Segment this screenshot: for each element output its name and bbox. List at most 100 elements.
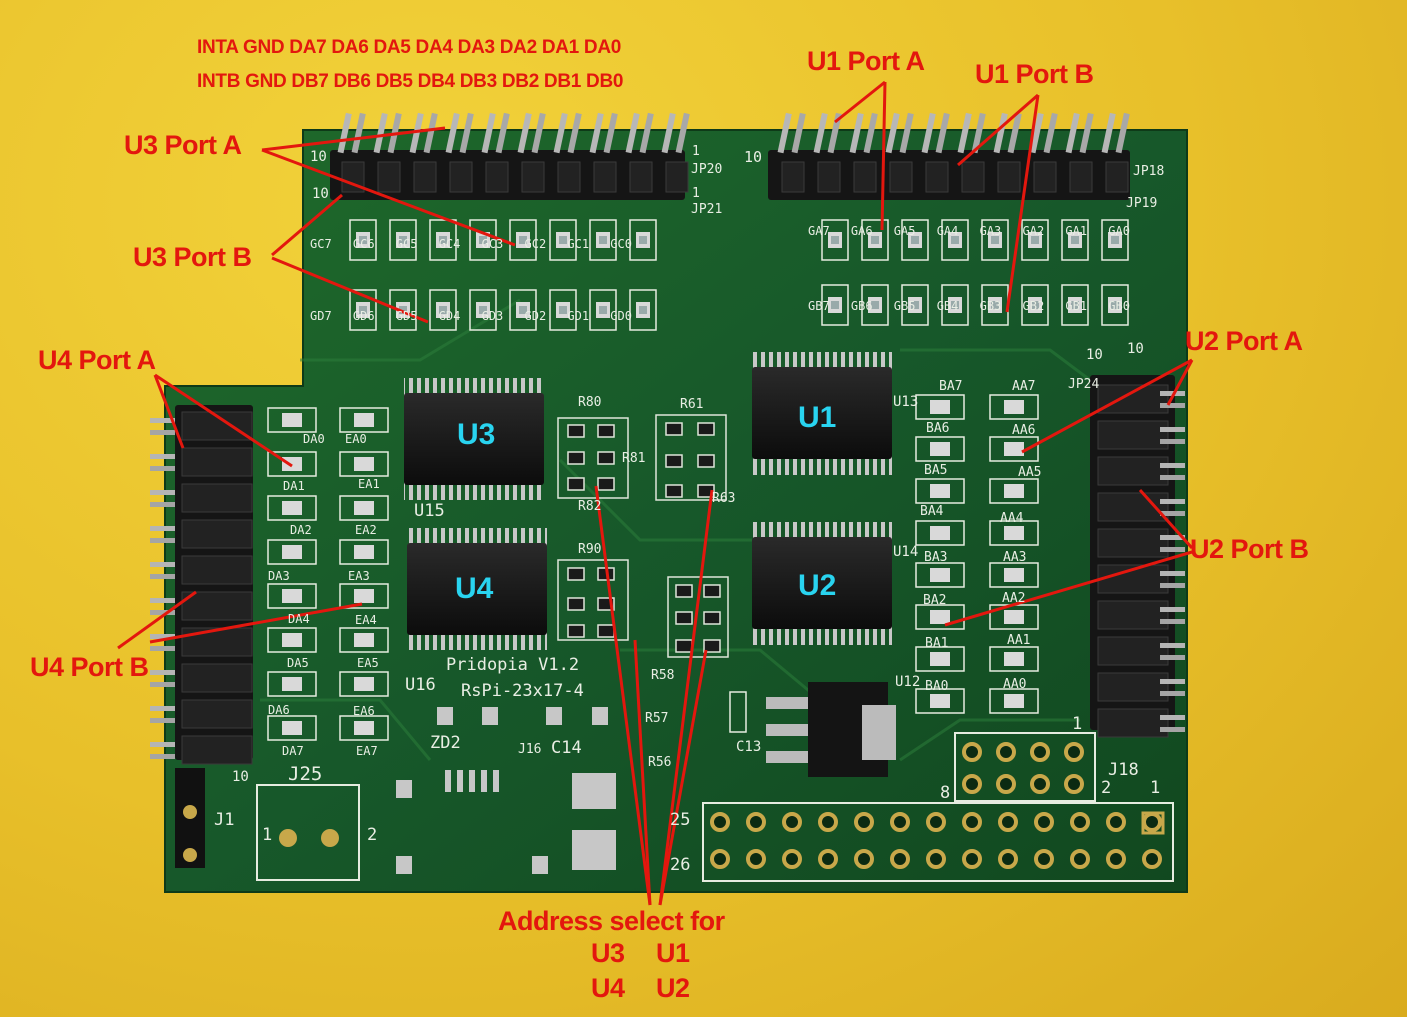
- led-outline: [989, 688, 1039, 714]
- led: [1004, 652, 1024, 666]
- led-outline: [1021, 219, 1049, 261]
- led-outline: [821, 284, 849, 326]
- header-housing: [1097, 492, 1169, 522]
- header-pin: [1160, 727, 1185, 732]
- address-select-label: Address select for: [498, 906, 725, 936]
- regulator-u12: [766, 682, 896, 777]
- silk-pin1-jp21: 1: [692, 186, 700, 201]
- header-housing: [781, 161, 805, 193]
- gpio-hole: [746, 812, 766, 832]
- u3-port-a-label: U3 Port A: [124, 130, 242, 160]
- header-housing: [961, 161, 985, 193]
- header-pin: [885, 112, 900, 154]
- header-pin: [481, 112, 496, 154]
- led-outline: [901, 284, 929, 326]
- silk-jp19: JP19: [1126, 196, 1158, 211]
- led: [930, 400, 950, 414]
- led-outline: [509, 289, 537, 331]
- silk-ba5: BA5: [924, 463, 948, 478]
- led-lens: [1031, 236, 1039, 244]
- silk-pin1-jp24: 1: [1072, 714, 1083, 734]
- led-outline: [549, 219, 577, 261]
- led-array-top: [349, 219, 1129, 331]
- header-pin: [1065, 112, 1080, 154]
- silk-pin1-j18: 1: [1150, 778, 1161, 798]
- annotation-lines: [117, 80, 1194, 906]
- header-pin: [1160, 607, 1185, 612]
- header-housing: [181, 519, 253, 549]
- led: [282, 413, 302, 427]
- chip-u1-label: U1: [798, 401, 837, 434]
- header-housing: [181, 699, 253, 729]
- led: [354, 677, 374, 691]
- silk-jp24: JP24: [1068, 377, 1100, 392]
- header-pin: [1160, 571, 1185, 576]
- header-housing: [413, 161, 437, 193]
- gpio-hole: [890, 812, 910, 832]
- led-outline: [981, 219, 1009, 261]
- gpio-hole: [782, 812, 802, 832]
- header-pin: [150, 418, 175, 423]
- header-j18: [954, 732, 1096, 802]
- header-housing: [1097, 636, 1169, 666]
- led-outline: [267, 451, 317, 477]
- led: [354, 589, 374, 603]
- silk-da0: DA0: [303, 432, 325, 446]
- gpio-hole: [1106, 812, 1126, 832]
- led-lens: [911, 236, 919, 244]
- silk-r82: R82: [578, 499, 602, 514]
- silk-u14: U14: [893, 544, 919, 560]
- led: [1004, 568, 1024, 582]
- led: [930, 526, 950, 540]
- gpio-hole: [890, 849, 910, 869]
- led-outline: [429, 289, 457, 331]
- gpio-hole: [926, 812, 946, 832]
- led-outline: [339, 715, 389, 741]
- silk-ea5: EA5: [357, 656, 379, 670]
- silk-pin10-jp18: 10: [744, 148, 763, 166]
- silk-ba6: BA6: [926, 421, 950, 436]
- header-housing: [1097, 420, 1169, 450]
- header-housing: [665, 161, 689, 193]
- silk-ba1: BA1: [925, 636, 949, 651]
- header-pin: [1160, 403, 1185, 408]
- connector-j25: [256, 784, 360, 881]
- led-lens: [1111, 301, 1119, 309]
- header-pin: [957, 112, 972, 154]
- header-pin: [150, 610, 175, 615]
- silk-da7: DA7: [282, 744, 304, 758]
- gpio-hole: [818, 849, 838, 869]
- header-housing: [557, 161, 581, 193]
- header-pin: [459, 112, 474, 154]
- led: [282, 545, 302, 559]
- header-pin: [791, 112, 806, 154]
- led-lens: [991, 301, 999, 309]
- led-outline: [989, 646, 1039, 672]
- led-outline: [629, 219, 657, 261]
- header-housing: [1069, 161, 1093, 193]
- led-outline: [339, 451, 389, 477]
- pin-hole: [1064, 742, 1084, 762]
- silk-c13: C13: [736, 739, 762, 755]
- led: [930, 442, 950, 456]
- header-pin: [1007, 112, 1022, 154]
- led-outline: [549, 289, 577, 331]
- led-lens: [951, 236, 959, 244]
- silk-jp21: JP21: [691, 202, 723, 217]
- gpio-pin1-square: [1141, 811, 1165, 835]
- header-pin: [150, 646, 175, 651]
- led-outline: [821, 219, 849, 261]
- gpio-hole: [926, 849, 946, 869]
- u4-port-b-label: U4 Port B: [30, 652, 149, 682]
- led-outline: [339, 627, 389, 653]
- header-pin: [150, 706, 175, 711]
- gpio-hole: [1070, 849, 1090, 869]
- header-pin: [813, 112, 828, 154]
- pin-hole: [996, 774, 1016, 794]
- silk-aa0: AA0: [1003, 677, 1027, 692]
- silk-pin8-j18: 8: [940, 783, 951, 803]
- u1-port-a-label: U1 Port A: [807, 46, 925, 76]
- led-outline: [989, 436, 1039, 462]
- header-pin: [553, 112, 568, 154]
- silk-da1: DA1: [283, 479, 305, 493]
